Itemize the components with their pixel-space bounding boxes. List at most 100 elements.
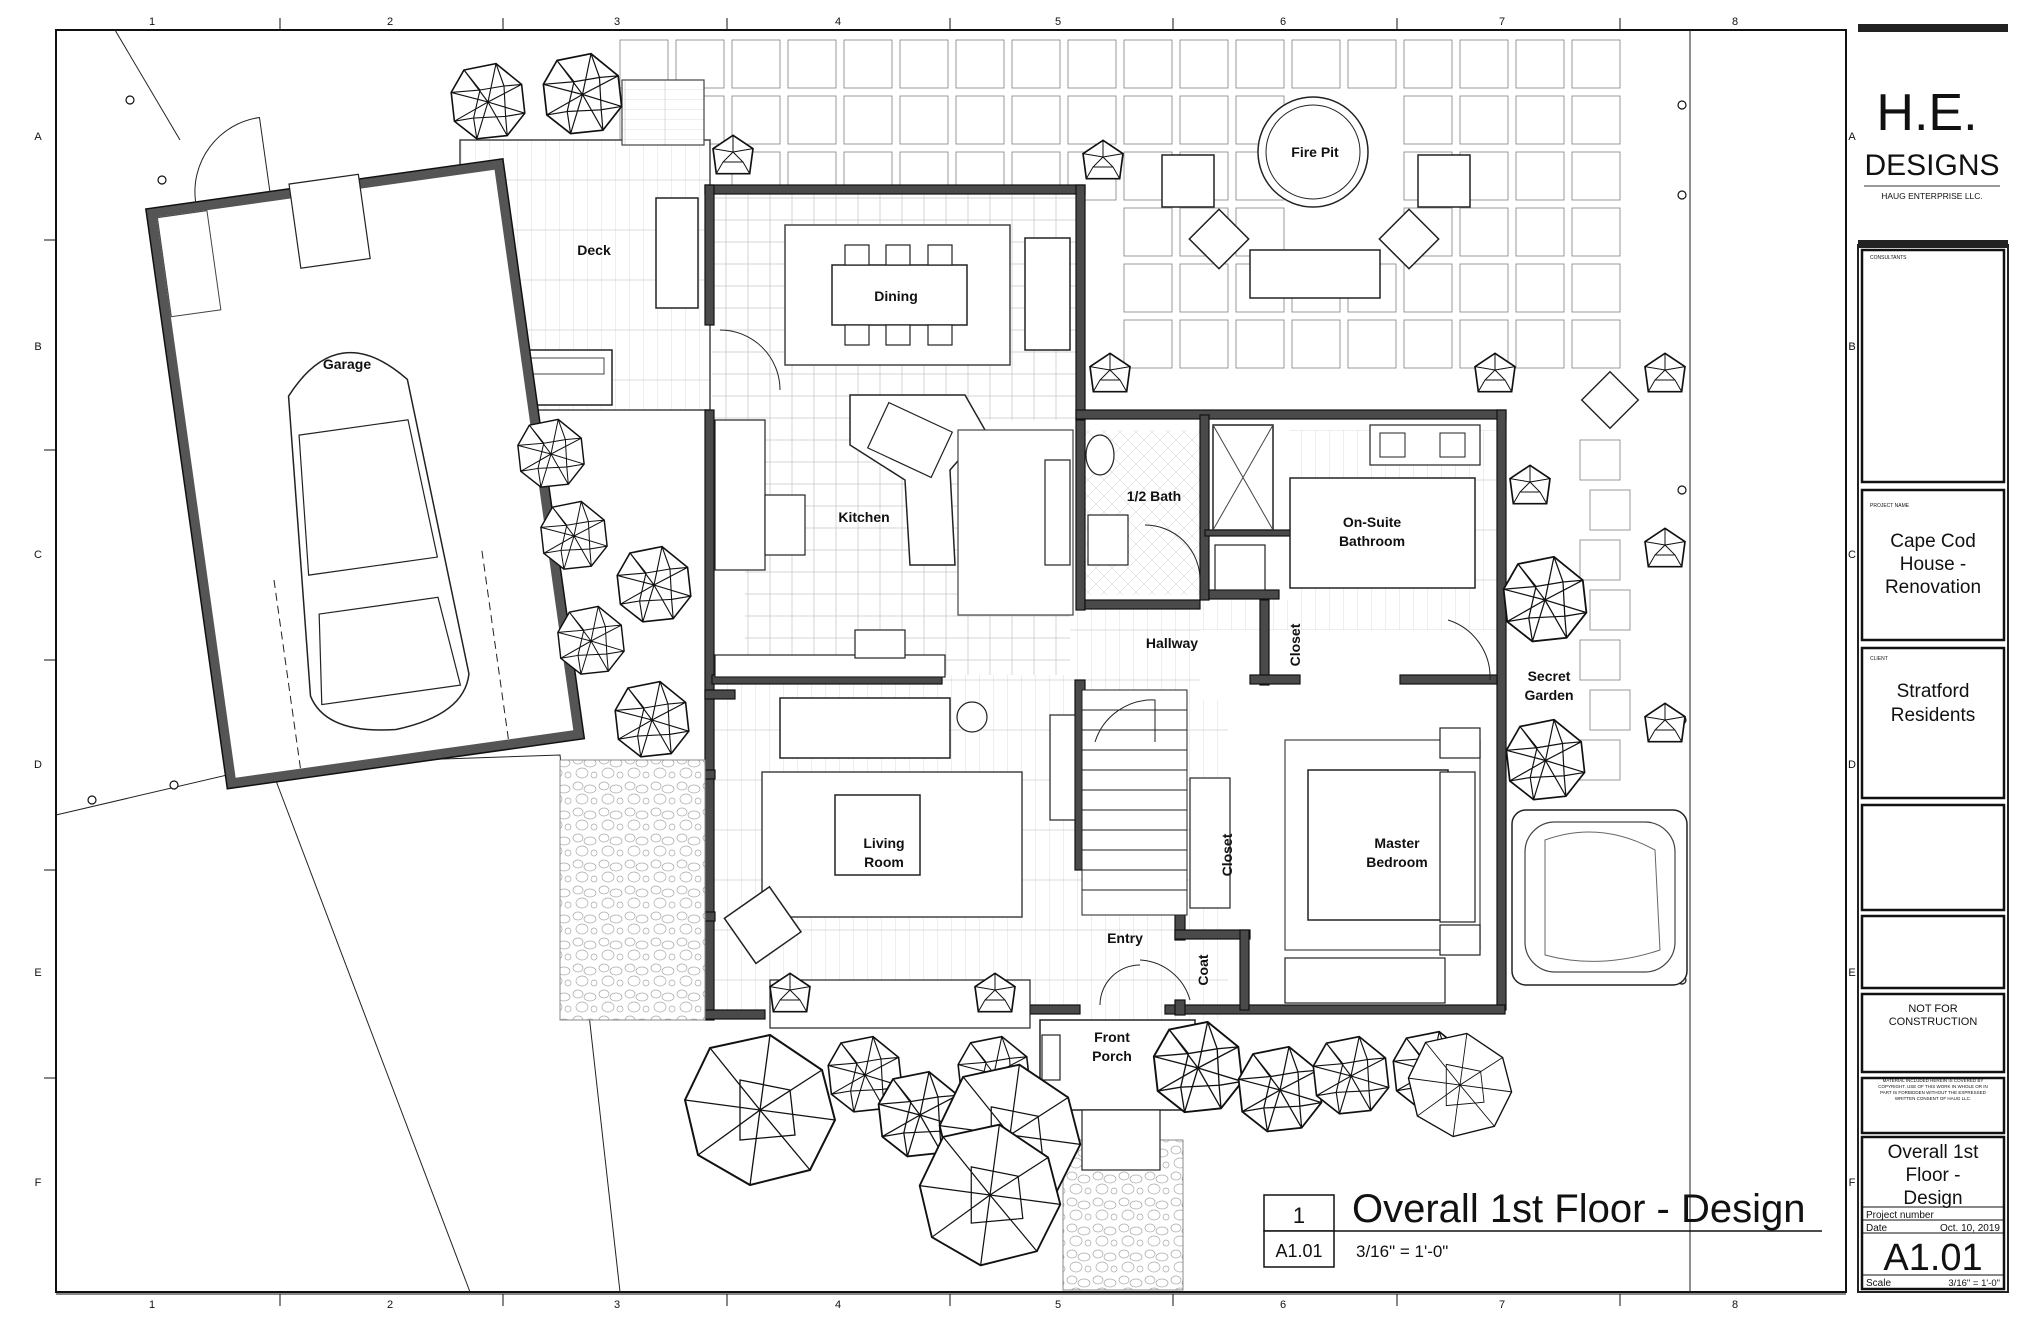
patio-paver: [1011, 95, 1061, 145]
patio-paver: [1515, 39, 1565, 89]
patio-paver: [1515, 95, 1565, 145]
patio-paver: [899, 95, 949, 145]
drawing-number: 1: [1293, 1203, 1305, 1228]
patio-paver: [1515, 207, 1565, 257]
logo-sub: DESIGNS: [1864, 149, 1999, 182]
grid-row-label: D: [1848, 759, 1856, 771]
room-label-deck: Deck: [577, 242, 611, 258]
patio-paver: [1235, 207, 1285, 257]
notice-line1: NOT FOR: [1908, 1003, 1957, 1015]
title-block: H.E. DESIGNS HAUG ENTERPRISE LLC. CONSUL…: [1845, 24, 2009, 1293]
grid-row-label: E: [34, 967, 41, 979]
copyright-line2: COPYRIGHT. USE OF THIS WORK IN WHOLE OR …: [1878, 1084, 1987, 1089]
grid-col-label: 3: [614, 16, 620, 28]
patio-paver: [1571, 151, 1621, 201]
sheet-number: A1.01: [1883, 1237, 1982, 1279]
room-label-onsuite-line2: Bathroom: [1339, 533, 1405, 549]
patio-paver: [1123, 95, 1173, 145]
grid-col-label: 6: [1280, 1299, 1286, 1311]
project-name-line2: House -: [1900, 554, 1967, 575]
room-label-secret-line2: Garden: [1524, 687, 1573, 703]
grid-row-label: E: [1848, 967, 1855, 979]
patio-paver: [1123, 263, 1173, 313]
room-label-fire-pit: Fire Pit: [1291, 144, 1339, 160]
grid-col-label: 7: [1499, 16, 1505, 28]
grid-row-label: F: [1849, 1177, 1856, 1189]
grid-row-label: B: [34, 341, 41, 353]
room-label-onsuite-line1: On-Suite: [1343, 514, 1402, 530]
fire-pit: [1257, 96, 1369, 208]
patio-paver: [1235, 319, 1285, 369]
patio-paver: [1123, 39, 1173, 89]
grid-col-label: 8: [1732, 16, 1738, 28]
grid-col-label: 2: [387, 16, 393, 28]
consultants-label: CONSULTANTS: [1870, 255, 1907, 261]
room-label-master-line1: Master: [1374, 835, 1420, 851]
room-label-hallway: Hallway: [1146, 635, 1198, 651]
sheet-title-line1: Overall 1st: [1888, 1142, 1980, 1163]
patio-paver: [1403, 39, 1453, 89]
sheet-title-line2: Floor -: [1906, 1165, 1961, 1186]
patio-paver: [1123, 207, 1173, 257]
patio-paver: [1291, 319, 1341, 369]
hot-tub: [1511, 809, 1688, 986]
sheet-title-line3: Design: [1903, 1188, 1962, 1209]
project-name-line1: Cape Cod: [1890, 531, 1976, 552]
room-label-living-line1: Living: [863, 835, 904, 851]
patio-paver: [731, 95, 781, 145]
room-label-master-line2: Bedroom: [1366, 854, 1427, 870]
patio-paver: [1179, 263, 1229, 313]
patio-paver: [1347, 39, 1397, 89]
drawing-sheet-ref: A1.01: [1275, 1241, 1322, 1261]
copyright-line4: WRITTEN CONSENT OF HAUG LLC.: [1895, 1096, 1971, 1101]
patio-paver: [1067, 39, 1117, 89]
patio-paver: [1515, 263, 1565, 313]
patio-paver: [1179, 319, 1229, 369]
grid-col-label: 5: [1055, 16, 1061, 28]
project-number-label: Project number: [1866, 1210, 1934, 1221]
grid-col-label: 7: [1499, 1299, 1505, 1311]
patio-paver: [1571, 39, 1621, 89]
patio-paver: [1403, 319, 1453, 369]
grid-col-label: 8: [1732, 1299, 1738, 1311]
grid-col-label: 2: [387, 1299, 393, 1311]
logo-main: H.E.: [1876, 84, 1977, 142]
patio-paver: [1179, 39, 1229, 89]
grid-col-label: 5: [1055, 1299, 1061, 1311]
room-label-secret-line1: Secret: [1528, 668, 1571, 684]
patio-paver: [1459, 263, 1509, 313]
room-label-entry: Entry: [1107, 930, 1143, 946]
date-value: Oct. 10, 2019: [1940, 1223, 2000, 1234]
patio-paver: [1403, 95, 1453, 145]
scale-label: Scale: [1866, 1278, 1891, 1289]
patio-paver: [787, 39, 837, 89]
drawing-title-text: Overall 1st Floor - Design: [1352, 1187, 1805, 1231]
grid-row-label: A: [1848, 131, 1856, 143]
garage: [145, 116, 586, 790]
drawing-scale: 3/16" = 1'-0": [1356, 1242, 1448, 1261]
room-label-porch-line1: Front: [1094, 1029, 1130, 1045]
patio-paver: [955, 39, 1005, 89]
patio-paver: [787, 95, 837, 145]
grid-col-label: 6: [1280, 16, 1286, 28]
room-label-kitchen: Kitchen: [838, 509, 889, 525]
date-label: Date: [1866, 1223, 1888, 1234]
grid-row-label: D: [34, 759, 42, 771]
room-label-living-line2: Room: [864, 854, 904, 870]
room-label-closet-hall: Closet: [1287, 623, 1303, 666]
patio-paver: [1571, 263, 1621, 313]
patio-paver: [843, 39, 893, 89]
patio-paver: [1515, 319, 1565, 369]
grid-col-label: 1: [149, 1299, 155, 1311]
client-label: CLIENT: [1870, 656, 1888, 662]
room-label-half-bath: 1/2 Bath: [1127, 488, 1181, 504]
patio-paver: [1067, 95, 1117, 145]
grid-col-label: 4: [835, 1299, 841, 1311]
grid-row-label: F: [35, 1177, 42, 1189]
patio-paver: [1011, 39, 1061, 89]
copyright-line3: PART IS FORBIDDEN WITHOUT THE EXPRESSED: [1880, 1090, 1987, 1095]
patio-paver: [1571, 95, 1621, 145]
grid-row-label: C: [1848, 549, 1856, 561]
patio-paver: [955, 95, 1005, 145]
